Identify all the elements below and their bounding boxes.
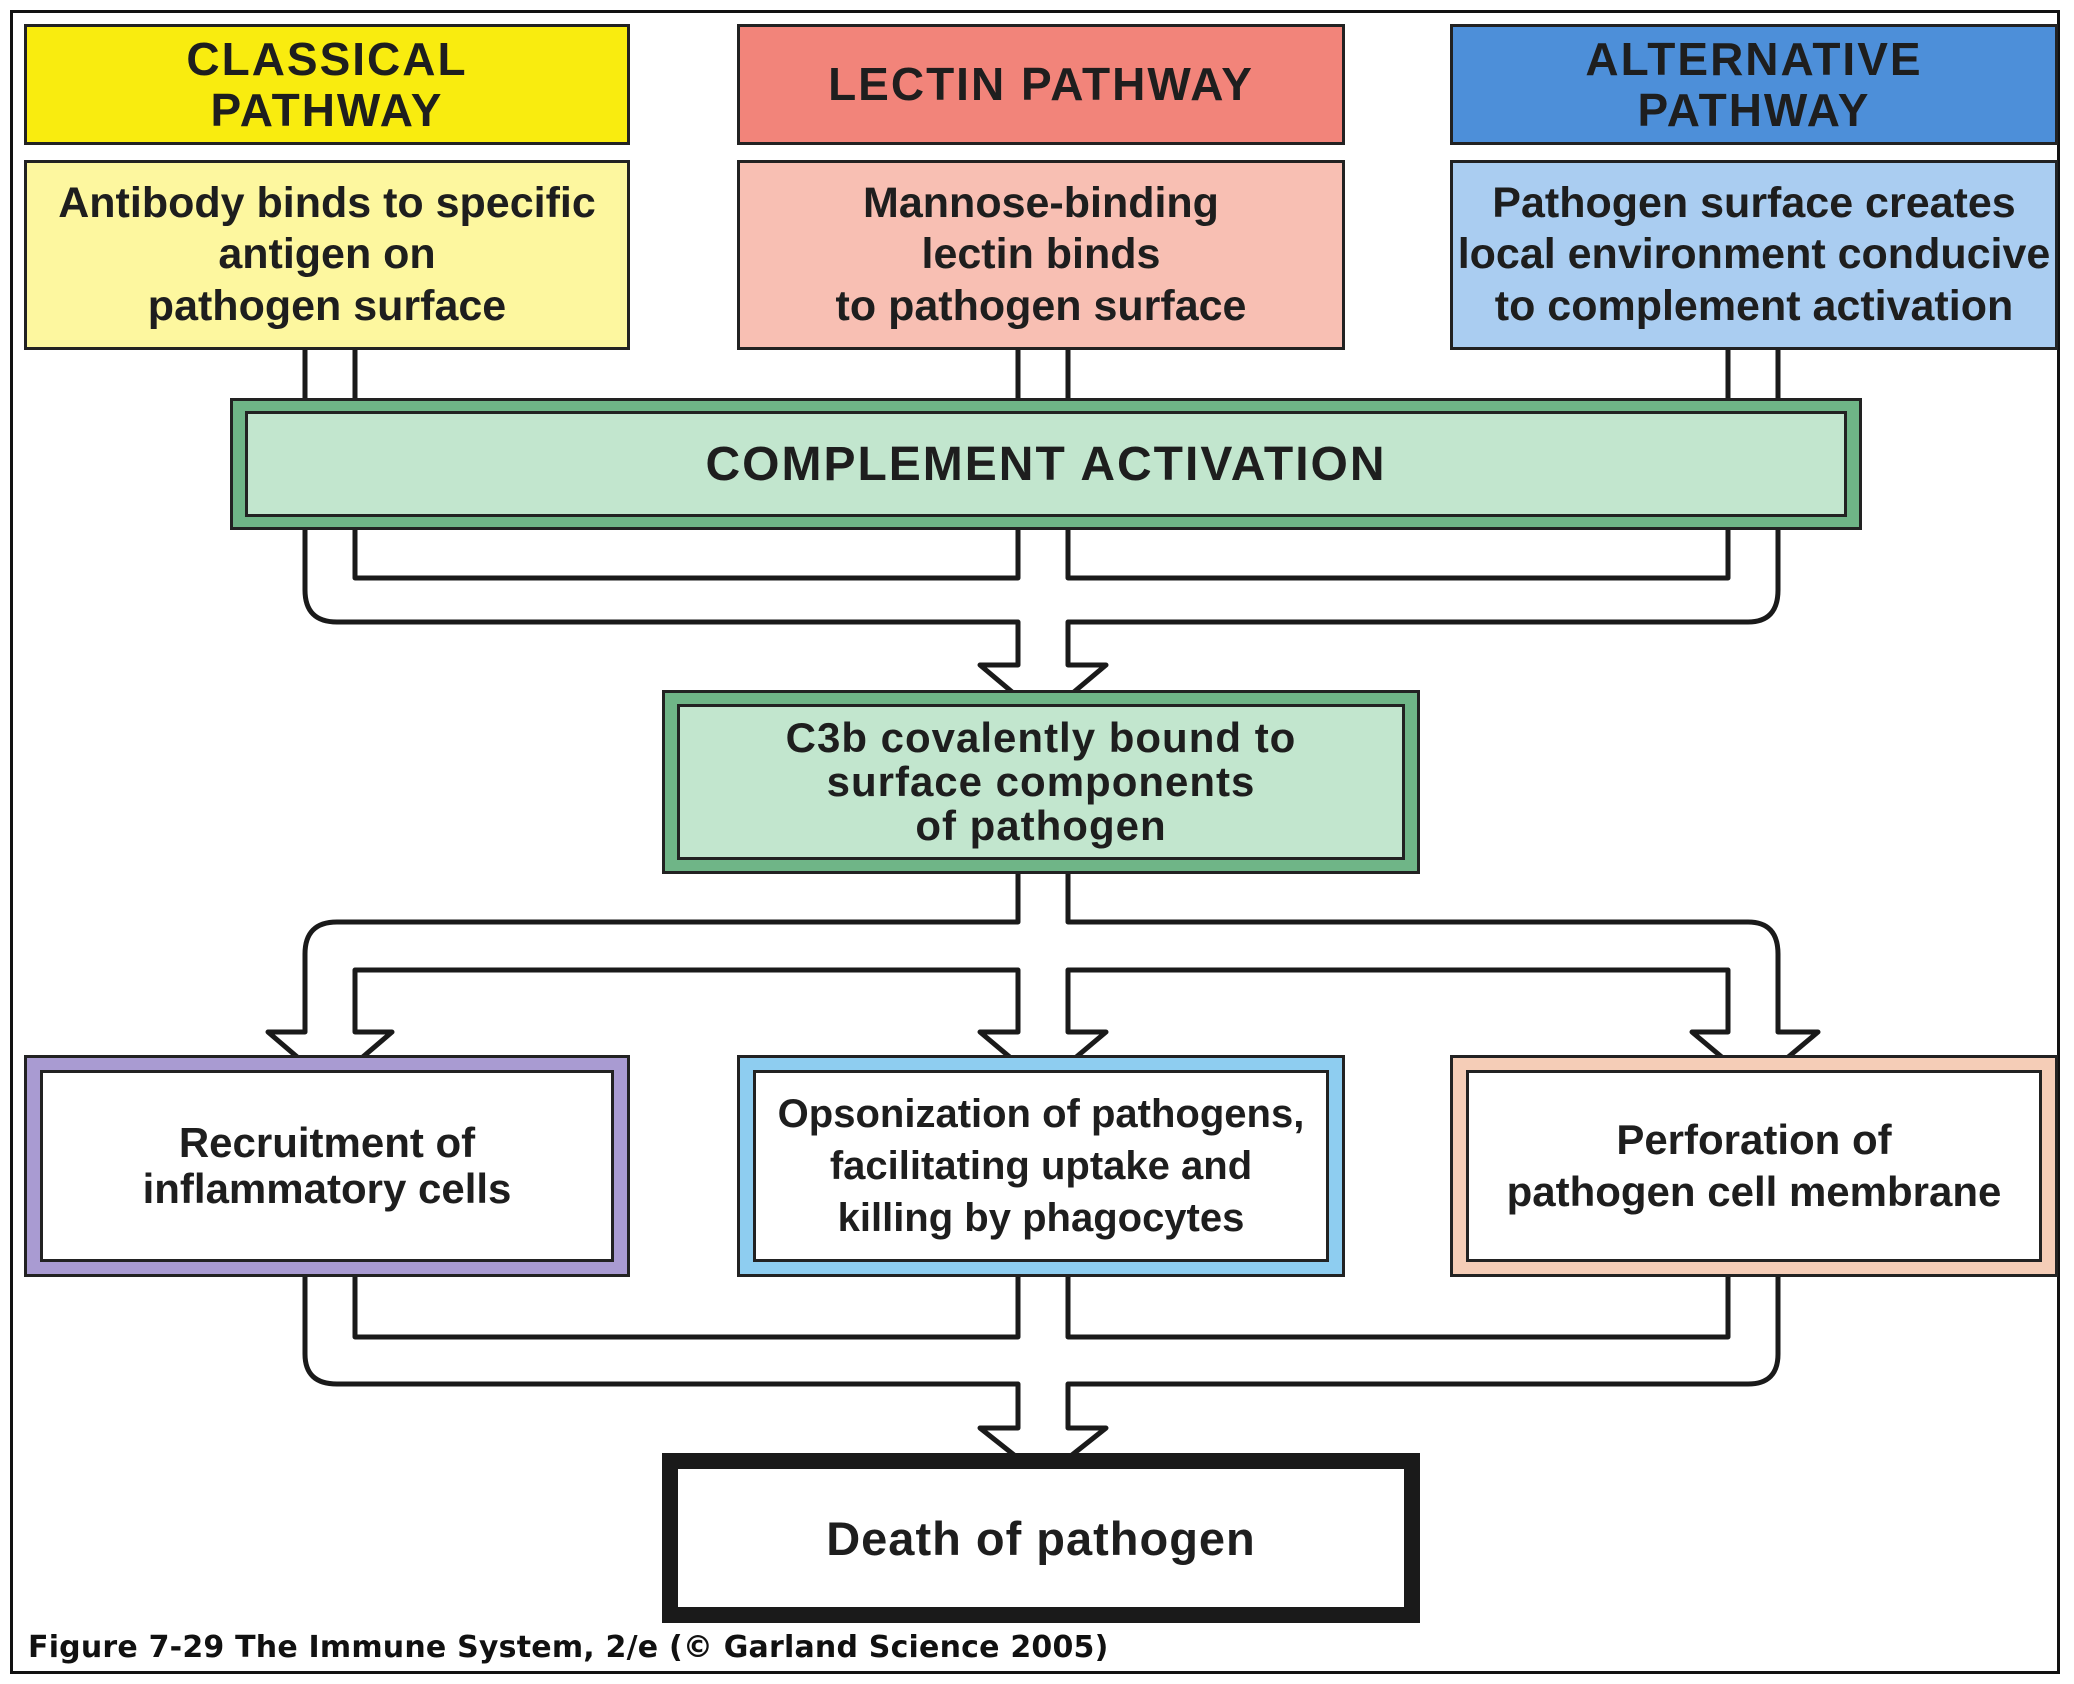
figure-caption: Figure 7-29 The Immune System, 2/e (© Ga… <box>28 1630 1109 1665</box>
split-outer <box>265 872 1821 1088</box>
lectin-pathway-description: Mannose-binding lectin binds to pathogen… <box>737 160 1345 350</box>
death-of-pathogen-box: Death of pathogen <box>662 1453 1420 1623</box>
connector-alternative <box>1725 350 1781 400</box>
merge-to-death-outer <box>302 1275 1781 1481</box>
figure-frame <box>10 10 2060 1674</box>
opsonization-box: Opsonization of pathogens, facilitating … <box>753 1070 1329 1262</box>
c3b-box: C3b covalently bound to surface componen… <box>677 704 1405 860</box>
lectin-pathway-header: LECTIN PATHWAY <box>737 24 1345 145</box>
perforation-box: Perforation of pathogen cell membrane <box>1466 1070 2042 1262</box>
recruitment-box: Recruitment of inflammatory cells <box>40 1070 614 1262</box>
connector-classical <box>302 350 358 400</box>
merge-to-c3b-inner <box>352 528 1731 581</box>
alternative-pathway-header: ALTERNATIVE PATHWAY <box>1450 24 2058 145</box>
alternative-pathway-description: Pathogen surface creates local environme… <box>1450 160 2058 350</box>
classical-pathway-header: CLASSICAL PATHWAY <box>24 24 630 145</box>
complement-activation-box: COMPLEMENT ACTIVATION <box>245 411 1847 517</box>
connector-lectin <box>1015 350 1071 400</box>
merge-to-death-inner <box>352 1275 1731 1340</box>
classical-pathway-description: Antibody binds to specific antigen on pa… <box>24 160 630 350</box>
